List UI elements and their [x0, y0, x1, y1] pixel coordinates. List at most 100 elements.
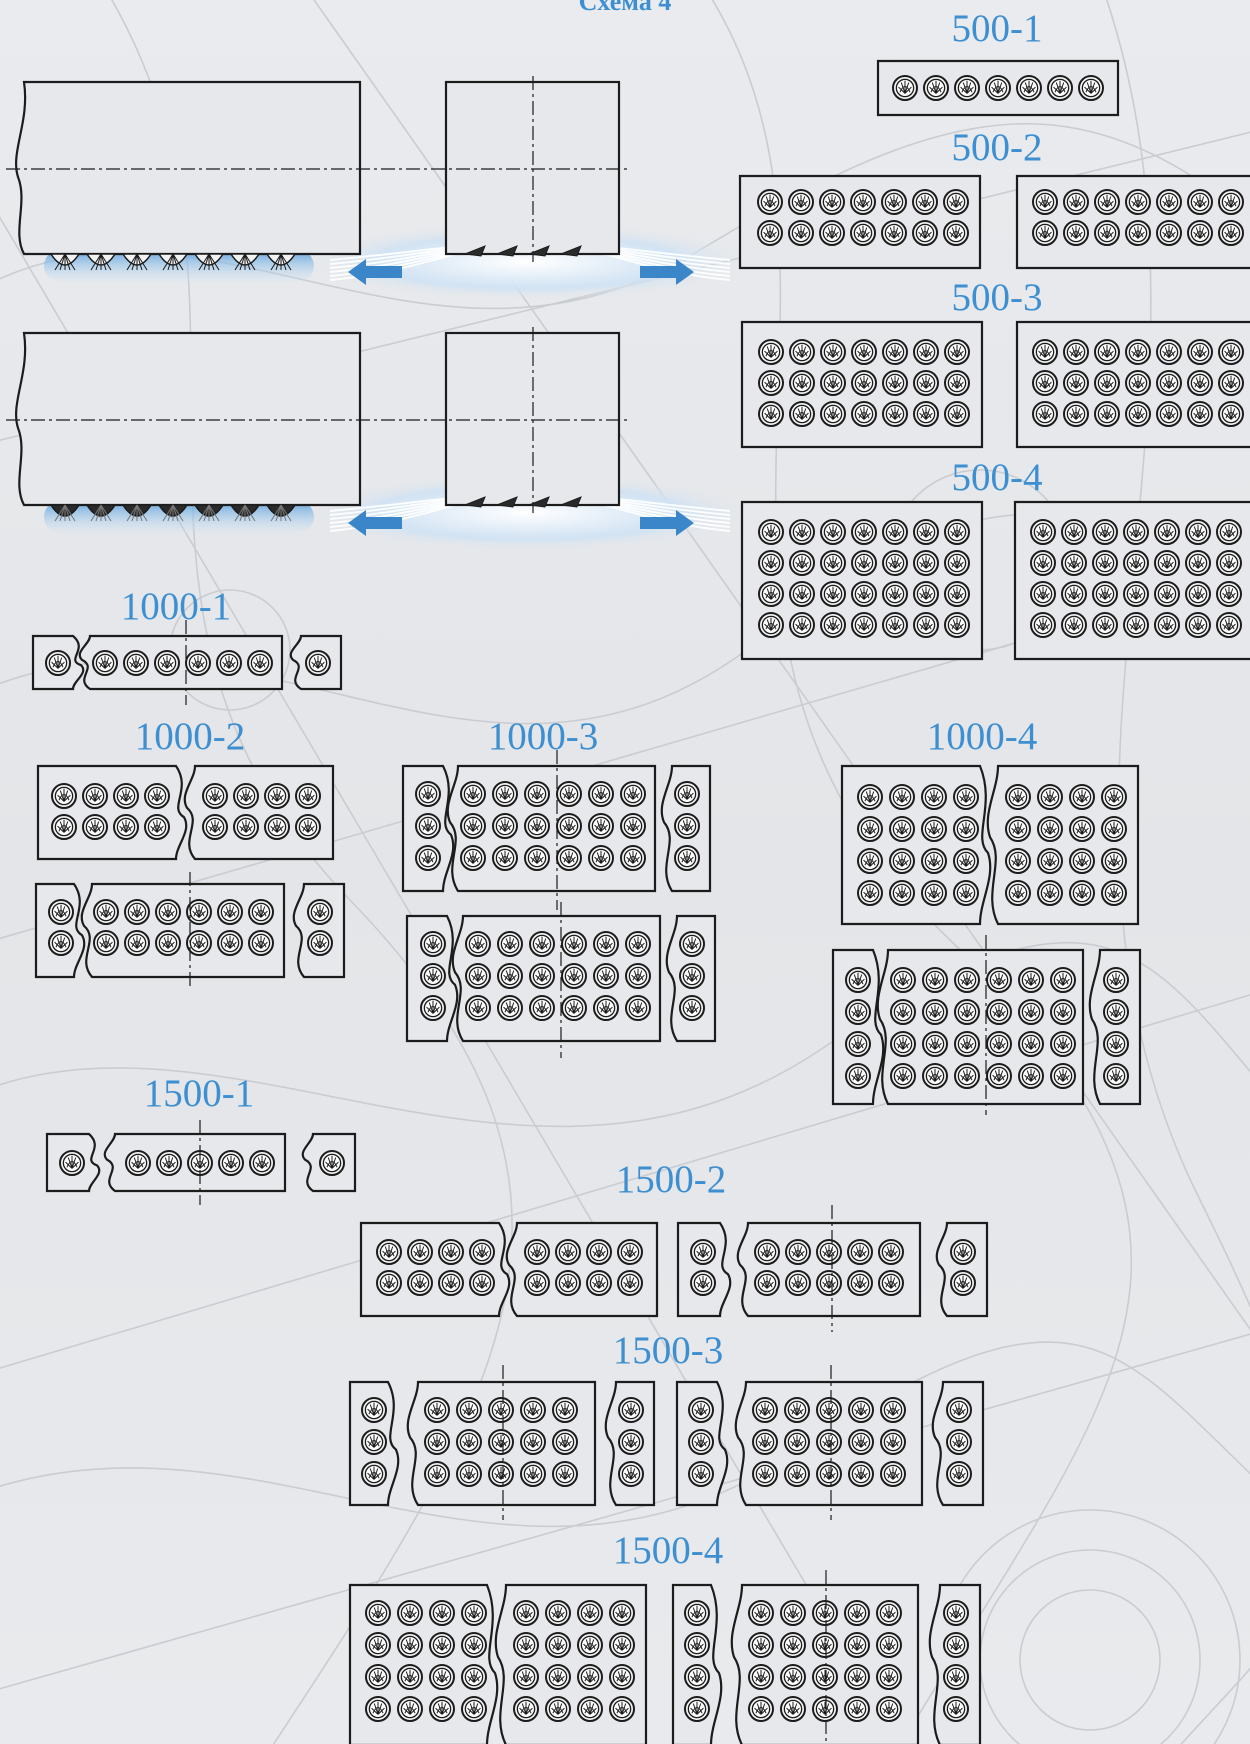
nozzle-icon: [880, 1429, 906, 1455]
nozzle-icon: [789, 612, 815, 638]
nozzle-icon: [684, 1664, 710, 1690]
nozzle-icon: [577, 1632, 603, 1658]
nozzle-icon: [556, 781, 582, 807]
nozzle-icon: [857, 816, 883, 842]
nozzle-icon: [1101, 784, 1127, 810]
nozzle-icon: [848, 1429, 874, 1455]
label-1000-1: 1000-1: [121, 585, 232, 628]
nozzle-icon: [233, 814, 259, 840]
nozzle-icon: [456, 1397, 482, 1423]
nozzle-icon: [524, 781, 550, 807]
nozzle-icon: [921, 784, 947, 810]
nozzle-icon: [1069, 784, 1095, 810]
nozzle-side-icon: [496, 245, 518, 257]
nozzle-icon: [944, 370, 970, 396]
nozzle-icon: [754, 1239, 780, 1265]
nozzle-icon: [1103, 967, 1129, 993]
nozzle-icon: [48, 899, 74, 925]
plate-1500-4-a: [348, 1583, 499, 1744]
nozzle-icon: [586, 1239, 612, 1265]
nozzle-icon: [1069, 848, 1095, 874]
nozzle-icon: [295, 783, 321, 809]
nozzle-icon: [1050, 999, 1076, 1025]
nozzle-icon: [943, 1696, 969, 1722]
nozzle-icon: [248, 899, 274, 925]
nozzle-icon: [880, 1461, 906, 1487]
nozzle-icon: [1185, 519, 1211, 545]
nozzle-icon: [788, 189, 814, 215]
nozzle-icon: [295, 814, 321, 840]
nozzle-icon: [144, 814, 170, 840]
label-500-2: 500-2: [952, 126, 1043, 169]
plate-1000-4-c: [831, 948, 885, 1106]
nozzle-icon: [881, 220, 907, 246]
plate-1500-3-f: [931, 1380, 985, 1507]
nozzle-icon: [921, 880, 947, 906]
nozzle-icon: [609, 1696, 635, 1722]
nozzle-icon: [851, 581, 877, 607]
arrow-right-icon: [640, 510, 694, 536]
nozzle-icon: [1101, 816, 1127, 842]
nozzle-icon: [820, 519, 846, 545]
nozzle-icon: [757, 220, 783, 246]
nozzle-icon: [851, 519, 877, 545]
nozzle-icon: [986, 1031, 1012, 1057]
nozzle-icon: [857, 848, 883, 874]
plate-outline: [736, 1221, 922, 1318]
nozzle-icon: [424, 1429, 450, 1455]
nozzle-icon: [882, 339, 908, 365]
nozzle-icon: [577, 1696, 603, 1722]
nozzle-icon: [617, 1270, 643, 1296]
nozzle-icon: [1125, 220, 1151, 246]
nozzle-icon: [1218, 220, 1244, 246]
nozzle-icon: [497, 963, 523, 989]
nozzle-icon: [758, 612, 784, 638]
nozzle-icon: [953, 880, 979, 906]
nozzle-icon: [748, 1632, 774, 1658]
nozzle-side-icon: [560, 245, 582, 257]
nozzle-icon: [555, 1270, 581, 1296]
nozzle-icon: [684, 1632, 710, 1658]
nozzle-icon: [461, 1600, 487, 1626]
nozzle-icon: [1050, 1031, 1076, 1057]
nozzle-icon: [1005, 816, 1031, 842]
plate-1000-3-e: [451, 914, 662, 1043]
nozzle-icon: [465, 963, 491, 989]
nozzle-icon: [882, 519, 908, 545]
plate-1500-2-d: [736, 1221, 922, 1318]
label-1000-2: 1000-2: [135, 715, 246, 758]
nozzle-icon: [593, 931, 619, 957]
nozzle-icon: [1216, 550, 1242, 576]
nozzle-icon: [1156, 189, 1182, 215]
label-1500-4: 1500-4: [613, 1529, 724, 1572]
nozzle-icon: [429, 1600, 455, 1626]
nozzle-icon: [305, 650, 331, 676]
nozzle-icon: [1030, 612, 1056, 638]
nozzle-icon: [845, 1031, 871, 1057]
plate-1000-2-a: [36, 764, 188, 861]
nozzle-icon: [1018, 967, 1044, 993]
plate-1500-3-a: [348, 1380, 400, 1507]
nozzle-icon: [922, 999, 948, 1025]
nozzle-icon: [1061, 581, 1087, 607]
nozzle-icon: [609, 1632, 635, 1658]
nozzle-icon: [913, 550, 939, 576]
nozzle-icon: [497, 995, 523, 1021]
nozzle-icon: [1154, 519, 1180, 545]
nozzle-icon: [1005, 784, 1031, 810]
plate-1500-1-a: [45, 1132, 101, 1193]
nozzle-icon: [51, 783, 77, 809]
plate-500-3-left: [740, 320, 984, 449]
nozzle-icon: [1092, 612, 1118, 638]
nozzle-icon: [488, 1429, 514, 1455]
nozzle-icon: [319, 1150, 345, 1176]
nozzle-icon: [1218, 370, 1244, 396]
nozzle-icon: [1123, 519, 1149, 545]
nozzle-icon: [889, 880, 915, 906]
nozzle-icon: [820, 370, 846, 396]
nozzle-icon: [1218, 189, 1244, 215]
nozzle-icon: [217, 930, 243, 956]
nozzle-icon: [1218, 401, 1244, 427]
plate-1500-3-b: [406, 1380, 597, 1507]
nozzle-icon: [1050, 1063, 1076, 1089]
